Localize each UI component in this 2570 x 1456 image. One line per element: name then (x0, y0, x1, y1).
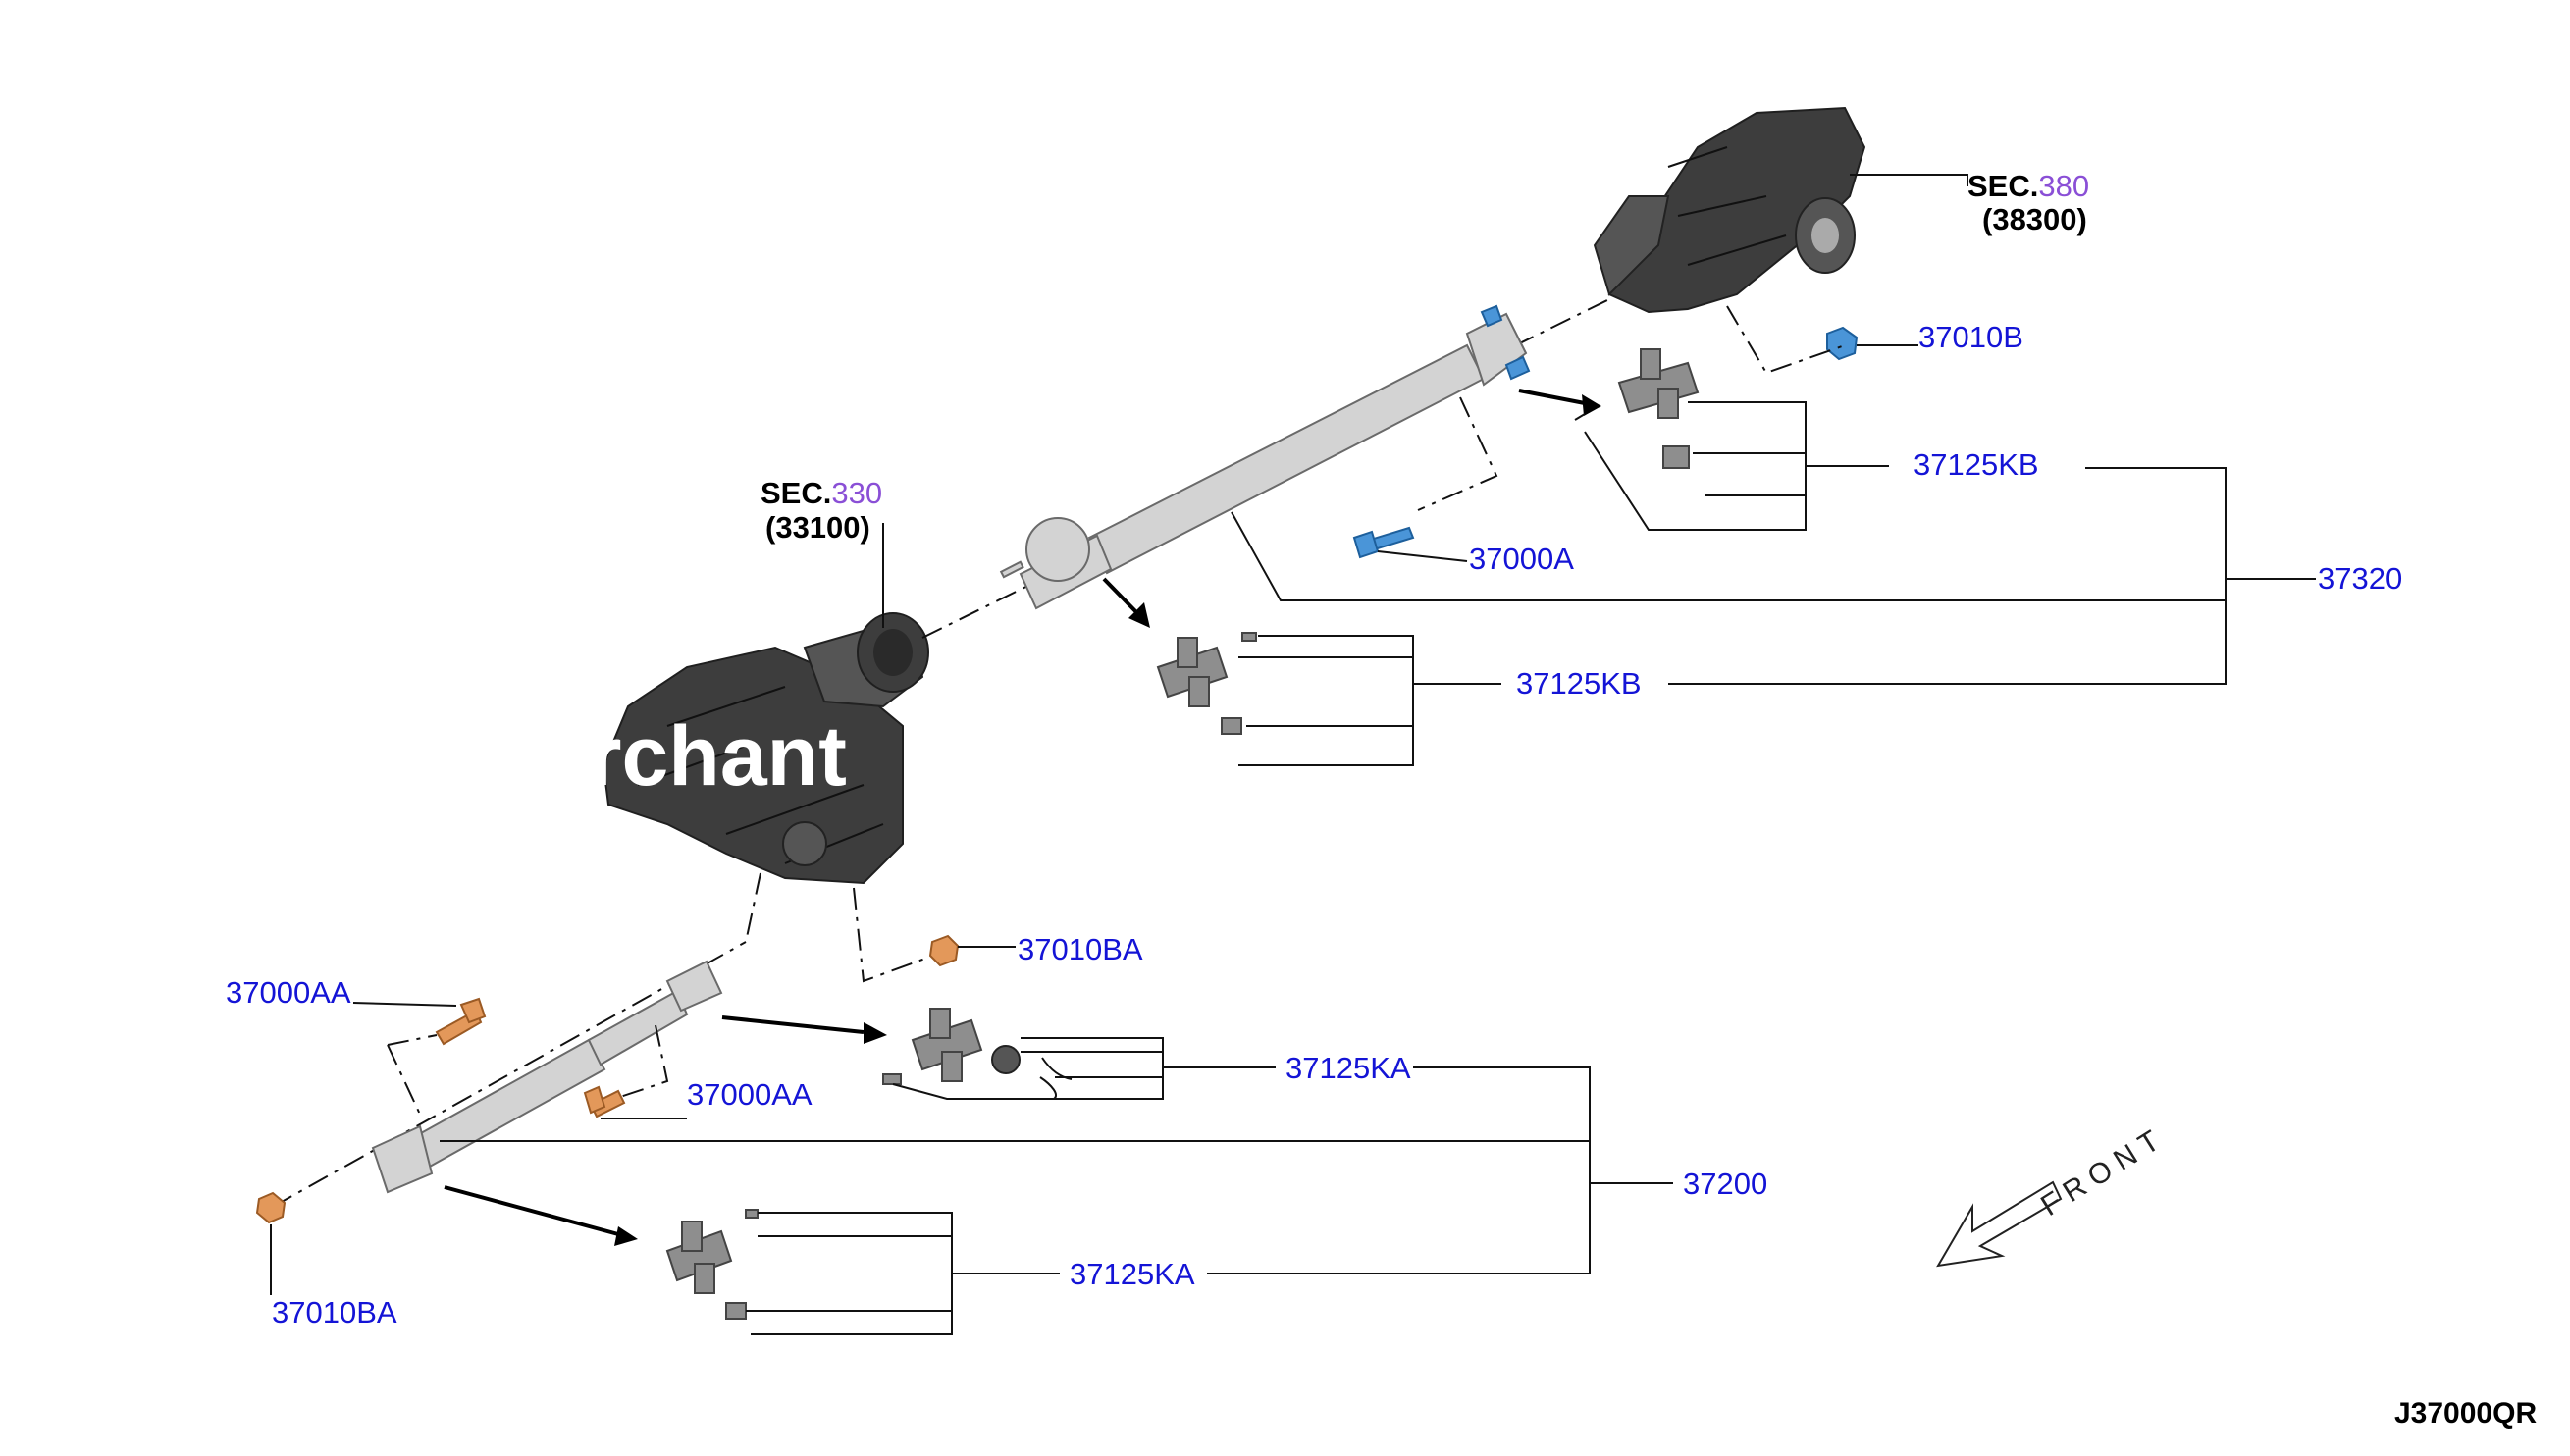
label-37000AA-mid[interactable]: 37000AA (687, 1077, 813, 1112)
nut-37010B[interactable] (1826, 326, 1859, 361)
rear-propeller-shaft (999, 304, 1531, 610)
section-ref-rear[interactable]: SEC.380 (1967, 169, 2089, 203)
section-ref-transfer-sub: (33100) (765, 510, 870, 545)
figure-code: J37000QR (2394, 1397, 2537, 1430)
label-37010B[interactable]: 37010B (1918, 320, 2023, 354)
u-joint-37125KB-lower[interactable] (1156, 632, 1257, 735)
bolt-37000AA-left[interactable] (435, 997, 487, 1046)
watermark: rchant (589, 709, 847, 804)
label-37010BA-bottom[interactable]: 37010BA (272, 1295, 397, 1329)
front-propeller-shaft (371, 960, 723, 1194)
label-37125KB-lower[interactable]: 37125KB (1516, 666, 1642, 701)
label-37200[interactable]: 37200 (1683, 1167, 1767, 1201)
bolt-37000AA-mid[interactable] (583, 1085, 626, 1118)
transfer-case (602, 612, 929, 885)
nut-37010BA-mid[interactable] (928, 934, 960, 967)
u-joint-37125KB-upper[interactable] (1574, 348, 1700, 469)
label-37125KB-upper[interactable]: 37125KB (1914, 447, 2039, 482)
section-ref-transfer[interactable]: SEC.330 (761, 476, 882, 510)
u-joint-37125KA-lower[interactable] (665, 1209, 759, 1320)
section-ref-rear-sub: (38300) (1982, 202, 2087, 236)
label-37010BA-mid[interactable]: 37010BA (1018, 932, 1143, 966)
front-label: FRONT (2035, 1120, 2172, 1222)
label-37125KA-lower[interactable]: 37125KA (1070, 1257, 1195, 1291)
nut-37010BA-bottom[interactable] (255, 1191, 287, 1224)
u-joint-37125KA-upper[interactable] (882, 1008, 1073, 1100)
rear-differential (1593, 106, 1866, 314)
label-37125KA-upper[interactable]: 37125KA (1285, 1051, 1411, 1085)
label-37320[interactable]: 37320 (2318, 561, 2402, 596)
bolt-37000A[interactable] (1352, 526, 1415, 559)
label-37000A[interactable]: 37000A (1469, 542, 1574, 576)
label-37000AA-left[interactable]: 37000AA (226, 975, 351, 1010)
front-direction-arrow: FRONT (1936, 1120, 2172, 1268)
